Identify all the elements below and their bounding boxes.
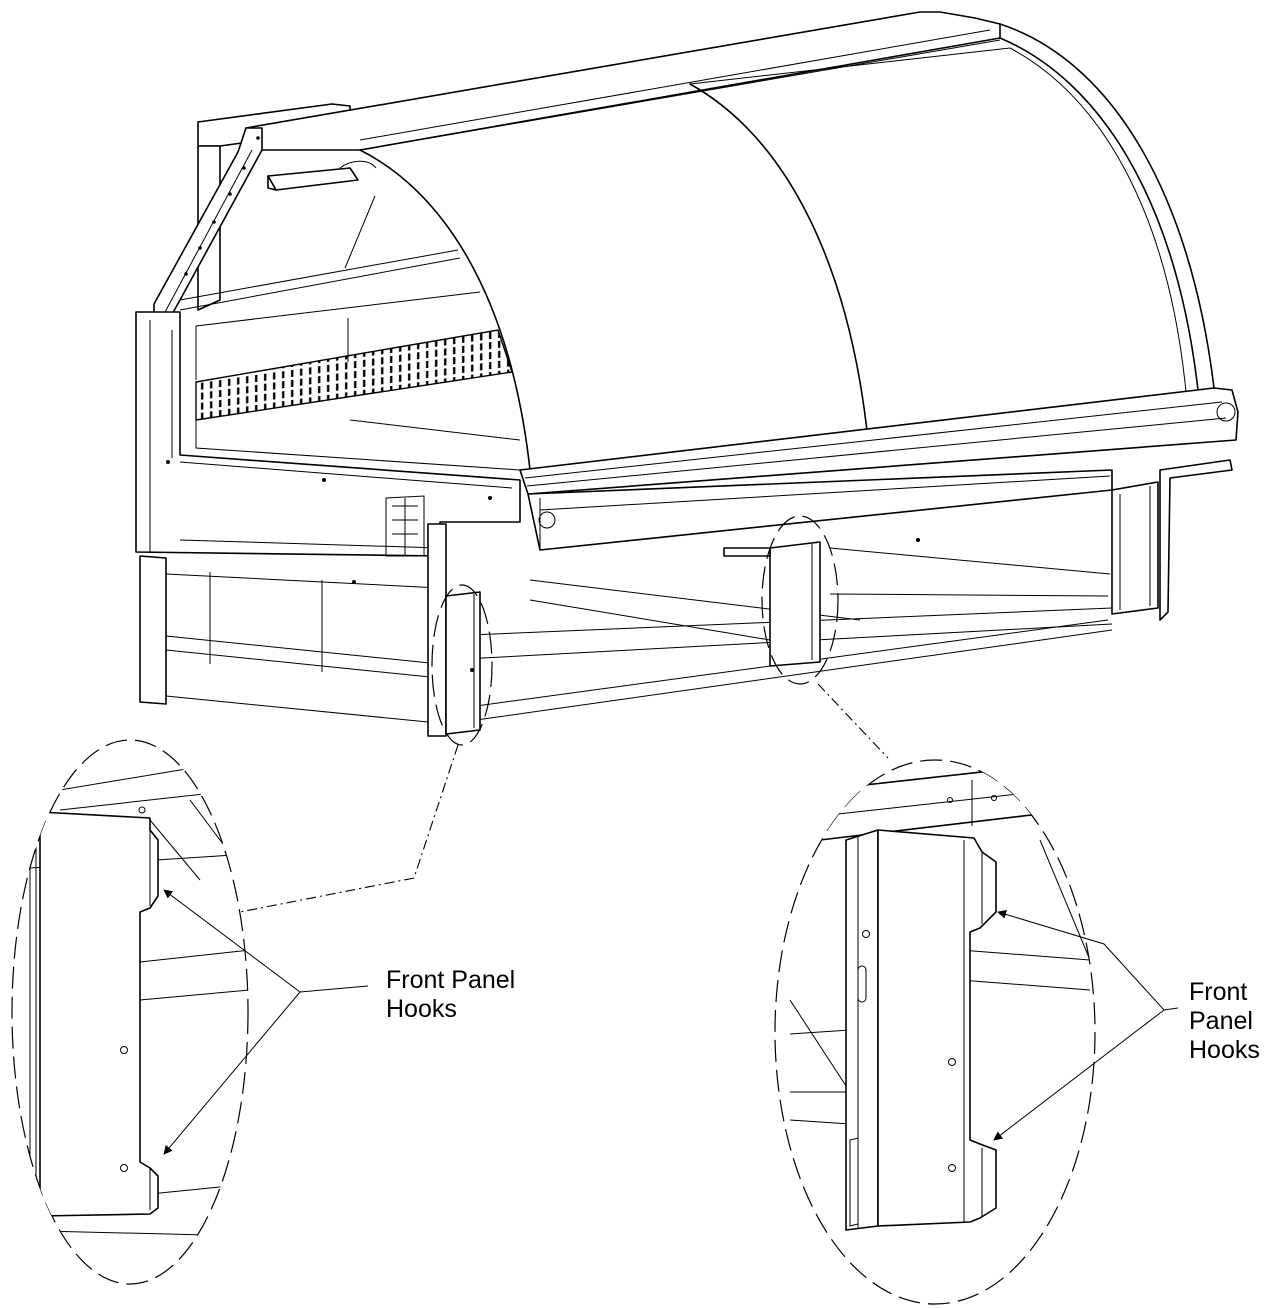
detail-view-right bbox=[774, 759, 1096, 1305]
detail-view-left bbox=[11, 739, 249, 1285]
callout-label-right: Front Panel Hooks bbox=[1189, 978, 1260, 1064]
base-frame bbox=[139, 523, 1113, 737]
leader-line-right bbox=[817, 683, 889, 759]
callout-arrows-left bbox=[163, 889, 369, 1155]
detail-marker-right bbox=[761, 515, 839, 685]
callout-arrows-right bbox=[993, 910, 1179, 1141]
callout-label-left: Front Panel Hooks bbox=[386, 966, 516, 1023]
front-glass bbox=[359, 149, 531, 471]
leader-line-left bbox=[239, 744, 459, 913]
display-case bbox=[135, 11, 1239, 737]
perforated-panel bbox=[195, 329, 513, 421]
left-base-panel bbox=[135, 311, 521, 557]
top-canopy bbox=[245, 11, 1001, 151]
detail-marker-left bbox=[431, 584, 493, 746]
